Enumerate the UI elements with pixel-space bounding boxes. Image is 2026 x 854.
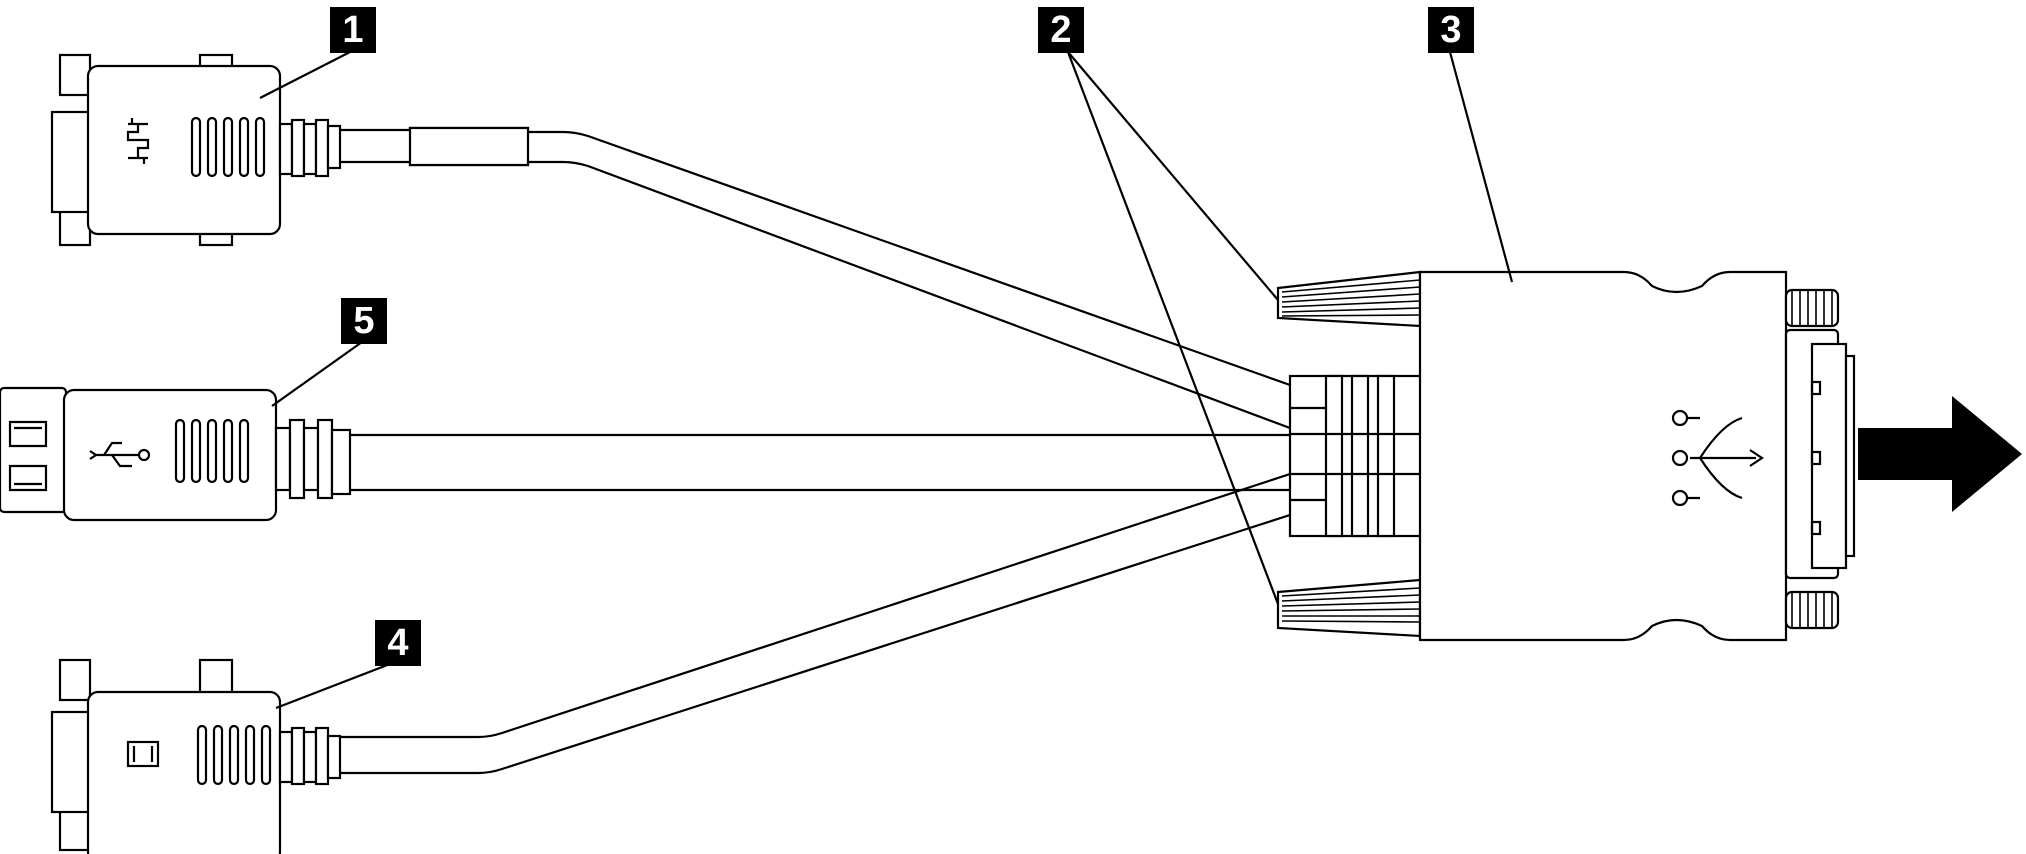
connector-pins bbox=[1810, 380, 1822, 536]
usb-port-icon bbox=[8, 420, 48, 492]
strain-relief bbox=[274, 418, 352, 500]
arrow-right-icon bbox=[1858, 396, 2022, 512]
usb-connector bbox=[0, 386, 352, 522]
captive-screws bbox=[1276, 270, 1422, 638]
usb-icon bbox=[89, 441, 151, 468]
captive-screw-top bbox=[1276, 270, 1422, 328]
grip-ridges bbox=[190, 116, 266, 178]
monitor-icon bbox=[126, 740, 160, 768]
thumbscrew-top bbox=[1784, 288, 1840, 328]
callout-2: 2 bbox=[1038, 7, 1084, 53]
leader-lines bbox=[259, 51, 1514, 710]
vga-cable bbox=[340, 472, 1291, 775]
serial-cable bbox=[340, 126, 1291, 430]
usb-icon bbox=[1671, 409, 1764, 507]
grip-ridges bbox=[196, 724, 272, 786]
callout-5: 5 bbox=[341, 298, 387, 344]
captive-screw-bottom bbox=[1276, 578, 1422, 638]
thumbscrew-bottom bbox=[1784, 590, 1840, 630]
vga-connector bbox=[50, 658, 342, 854]
serial-port-icon bbox=[126, 118, 150, 164]
strain-relief-block bbox=[1288, 374, 1424, 538]
usb-cable bbox=[350, 433, 1290, 492]
grip-ridges bbox=[174, 418, 250, 484]
strain-relief bbox=[278, 118, 342, 178]
serial-connector bbox=[50, 53, 342, 247]
main-connector bbox=[1418, 270, 1856, 642]
callout-4: 4 bbox=[375, 620, 421, 666]
strain-relief bbox=[278, 726, 342, 786]
callout-3: 3 bbox=[1428, 7, 1474, 53]
callout-1: 1 bbox=[330, 7, 376, 53]
